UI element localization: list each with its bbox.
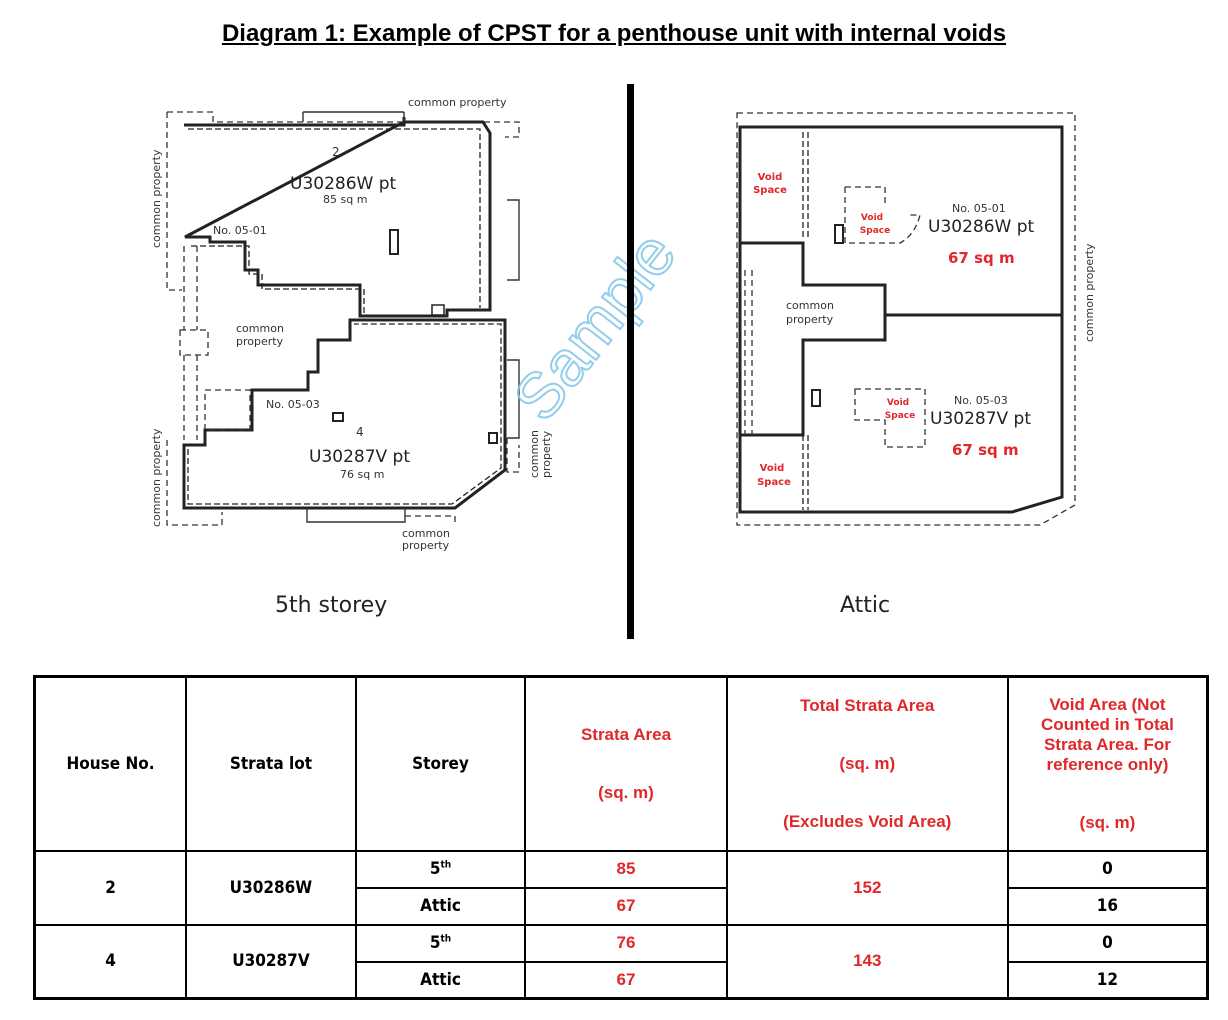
table-header-row: House No. Strata lot Storey Strata Area … <box>33 675 1209 852</box>
fifth-storey-plan <box>166 111 520 526</box>
header-void-label: Void Area (Not Counted in Total Strata A… <box>1041 694 1174 774</box>
house-no-4: 4 <box>356 425 364 439</box>
cell-total-strata-area: 152 <box>725 849 1009 926</box>
diagram-title: Diagram 1: Example of CPST for a penthou… <box>221 20 1007 47</box>
header-total-strata-area: Total Strata Area (sq. m) (Excludes Void… <box>725 675 1009 852</box>
header-strata-area-label: Strata Area <box>580 724 672 744</box>
attic-plan <box>736 112 1076 526</box>
header-total-label: Total Strata Area <box>800 695 935 715</box>
cell-void-area: 16 <box>1006 886 1209 926</box>
floor-plans: .wall{fill:none;stroke:#222;stroke-width… <box>150 96 1096 618</box>
unit-no-05-03: No. 05-03 <box>266 398 320 411</box>
cell-strata-area: 67 <box>524 886 728 926</box>
header-void-unit: (sq. m) <box>1079 812 1136 832</box>
cell-strata-lot: U30287V <box>185 923 357 1000</box>
label-common-right: common <box>528 430 541 478</box>
cell-void-area: 0 <box>1006 923 1209 963</box>
strata-area-table: House No. Strata lot Storey Strata Area … <box>33 675 1209 1000</box>
cell-strata-area: 67 <box>524 960 728 1000</box>
header-strata-lot: Strata lot <box>185 675 357 852</box>
cell-strata-lot: U30286W <box>185 849 357 926</box>
cell-storey: Attic <box>354 886 527 926</box>
cell-strata-area: 76 <box>524 923 728 963</box>
lot-u30287v: U30287V pt <box>309 447 410 467</box>
label-common-left: common property <box>150 149 163 248</box>
fifth-storey-labels: common property common property common p… <box>150 96 553 618</box>
table-row: 4 U30287V 5th 76 143 0 <box>33 923 1209 1000</box>
header-house-no: House No. <box>33 675 188 852</box>
header-strata-area: Strata Area (sq. m) <box>524 675 728 852</box>
cell-house-no: 4 <box>33 923 188 1000</box>
attic-outer-boundary <box>738 125 1064 514</box>
cell-storey: 5th <box>354 923 527 963</box>
caption-5th-storey: 5th storey <box>275 593 387 618</box>
void-label-unit-a: Void <box>861 213 883 223</box>
label-common-bottom: common <box>402 527 450 540</box>
attic-lot-u30286w: U30286W pt <box>928 217 1035 237</box>
storey-suffix: th <box>440 859 452 871</box>
void-label-bottom-left-2: Space <box>757 477 791 488</box>
void-label-top-left: Void <box>758 172 783 183</box>
area-85: 85 sq m <box>323 193 367 206</box>
void-label-unit-b: Void <box>887 398 909 408</box>
storey-suffix: th <box>440 933 452 945</box>
table-row: Attic 67 16 <box>35 886 1209 926</box>
cell-void-area: 12 <box>1006 960 1209 1000</box>
void-label-top-left-2: Space <box>753 185 787 196</box>
cell-house-no: 2 <box>33 849 188 926</box>
header-total-unit: (sq. m) <box>839 753 896 773</box>
table-row: 2 U30286W 5th 85 152 0 <box>33 849 1209 926</box>
plan-divider <box>627 84 634 639</box>
house-no-2: 2 <box>332 145 340 159</box>
caption-attic: Attic <box>840 593 890 618</box>
cell-storey: 5th <box>354 849 527 889</box>
lot-u30286w: U30286W pt <box>290 174 397 194</box>
header-strata-area-unit: (sq. m) <box>598 782 654 802</box>
attic-common-center: common <box>786 299 834 312</box>
cell-storey: Attic <box>354 960 527 1000</box>
label-common-bottom-2: property <box>402 539 450 552</box>
attic-lot-u30287v: U30287V pt <box>930 409 1031 429</box>
attic-unit-no-05-03: No. 05-03 <box>954 394 1008 407</box>
sample-watermark: Sample <box>499 218 689 433</box>
header-total-note: (Excludes Void Area) <box>783 811 952 831</box>
header-void-area: Void Area (Not Counted in Total Strata A… <box>1006 675 1209 852</box>
attic-labels: Void Space Void Space No. 05-01 U30286W … <box>753 172 1096 618</box>
table-row: Attic 67 12 <box>35 960 1209 1000</box>
attic-common-center-2: property <box>786 313 834 326</box>
label-common-center-2: property <box>236 335 284 348</box>
void-label-unit-b-2: Space <box>885 411 915 421</box>
void-label-unit-a-2: Space <box>860 226 890 236</box>
attic-area-b: 67 sq m <box>952 441 1019 459</box>
area-76: 76 sq m <box>340 468 384 481</box>
unit-4-boundary <box>182 318 507 510</box>
label-common-center: common <box>236 322 284 335</box>
cell-void-area: 0 <box>1006 849 1209 889</box>
attic-area-a: 67 sq m <box>948 249 1015 267</box>
attic-unit-no-05-01: No. 05-01 <box>952 202 1006 215</box>
label-common-top: common property <box>408 96 507 109</box>
label-common-right-2: property <box>540 430 553 478</box>
storey-value: 5 <box>429 859 441 879</box>
void-label-bottom-left: Void <box>760 463 785 474</box>
storey-value: 5 <box>429 933 441 953</box>
unit-no-05-01: No. 05-01 <box>213 224 267 237</box>
attic-common-right: common property <box>1083 243 1096 342</box>
cell-strata-area: 85 <box>524 849 728 889</box>
header-storey: Storey <box>354 675 527 852</box>
cell-total-strata-area: 143 <box>725 923 1009 1000</box>
label-common-left-lower: common property <box>150 428 163 527</box>
